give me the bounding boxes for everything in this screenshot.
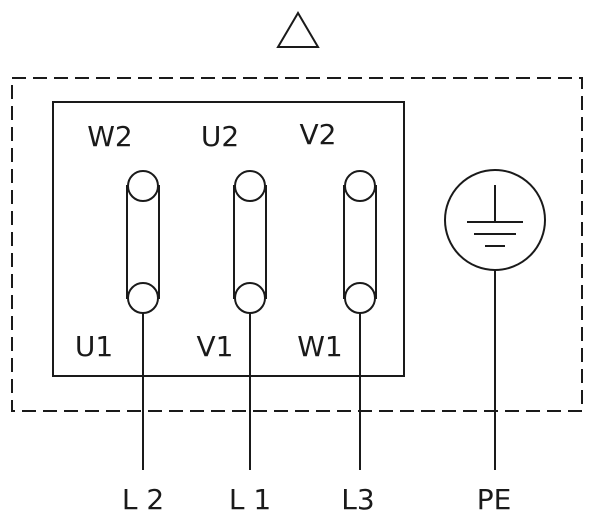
label-u2: U2 bbox=[201, 120, 239, 153]
terminal-bridge-1 bbox=[126, 170, 160, 314]
terminal-v2 bbox=[344, 170, 376, 202]
label-l1: L 1 bbox=[229, 483, 271, 516]
terminal-w1 bbox=[344, 282, 376, 314]
terminal-u2 bbox=[234, 170, 266, 202]
label-w2: W2 bbox=[87, 120, 133, 153]
label-pe: PE bbox=[477, 483, 512, 516]
label-u1: U1 bbox=[75, 330, 113, 363]
label-v2: V2 bbox=[300, 118, 337, 151]
terminal-v1 bbox=[234, 282, 266, 314]
label-l2: L 2 bbox=[122, 483, 164, 516]
terminal-u1 bbox=[127, 282, 159, 314]
terminal-box bbox=[52, 101, 405, 377]
terminal-bridge-2 bbox=[233, 170, 267, 314]
label-l3: L3 bbox=[341, 483, 374, 516]
label-v1: V1 bbox=[197, 330, 234, 363]
earth-ground-icon bbox=[444, 169, 546, 271]
delta-triangle-icon bbox=[276, 11, 320, 48]
terminal-bridge-3 bbox=[343, 170, 377, 314]
enclosure-dashed-border bbox=[11, 77, 583, 412]
terminal-w2 bbox=[127, 170, 159, 202]
label-w1: W1 bbox=[297, 330, 343, 363]
